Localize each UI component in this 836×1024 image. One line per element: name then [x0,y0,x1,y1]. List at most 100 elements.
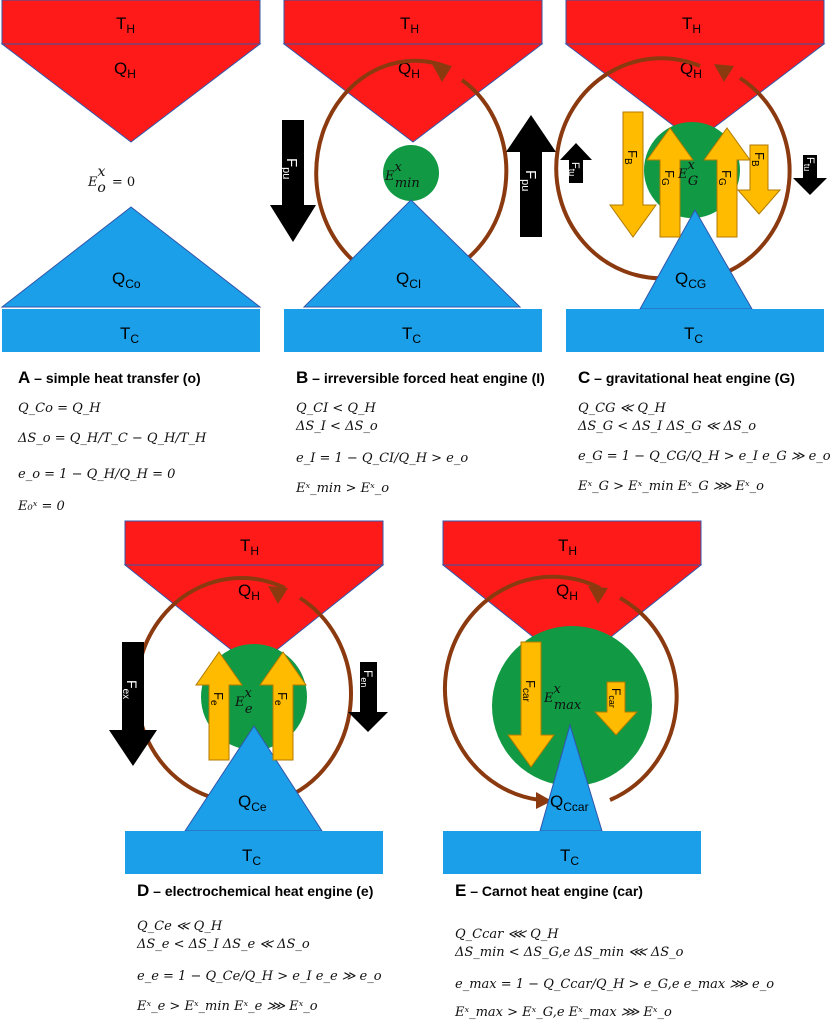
caption-c: C – gravitational heat engine (G) [578,368,795,387]
caption-a: A – simple heat transfer (o) [18,368,201,387]
equation: ΔS_min < ΔS_G,e ΔS_min ⋘ ΔS_o [454,945,684,960]
equation: ΔS_I < ΔS_o [295,419,378,434]
equation: ΔS_o = Q_H/T_C − Q_H/T_H [17,431,207,446]
equation: e_o = 1 − Q_H/Q_H = 0 [18,467,175,482]
hot-reservoir-c [565,0,825,45]
cold-reservoir-label-d: TC [242,846,261,868]
equation: ΔS_G < ΔS_I ΔS_G ≪ ΔS_o [577,419,756,434]
cycle-arc-left-b [314,58,451,280]
cold-triangle-d [184,725,323,832]
force-label-b-left-c: FB [622,150,640,165]
force-arrow-b-right-c [736,144,782,215]
equations-e: Q_Ccar ⋘ Q_H ΔS_min < ΔS_G,e ΔS_min ⋘ ΔS… [454,927,774,1020]
equation: e_I = 1 − Q_CI/Q_H > e_o [296,451,468,466]
cold-reservoir-label-a: TC [120,324,139,346]
force-label-ex-d: Fex [120,680,140,699]
heat-out-label-e: QCcar [550,792,589,814]
cycle-arc-right-d [279,596,353,802]
force-arrow-e-right-d [259,651,307,761]
cycle-arc-right-c [719,76,792,277]
equation: e_G = 1 − Q_CG/Q_H > e_I e_G ≫ e_o [578,449,831,464]
force-label-g-right-c: FG [716,170,734,186]
hot-triangle-a [0,43,262,143]
equation: Q_CG ≪ Q_H [578,401,667,416]
caption-e: E – Carnot heat engine (car) [455,881,643,900]
cold-reservoir-label-b: TC [402,324,421,346]
force-arrow-g-right-c [703,127,751,238]
hot-reservoir-label-a: TH [116,14,135,36]
equations-d: Q_Ce ≪ Q_H ΔS_e < ΔS_I ΔS_e ≪ ΔS_o e_e =… [136,919,382,1014]
force-arrow-g-left-c [646,127,694,238]
equations-c: Q_CG ≪ Q_H ΔS_G < ΔS_I ΔS_G ≪ ΔS_o e_G =… [577,401,831,494]
heat-in-label-a: QH [114,59,136,81]
cycle-arrowhead-e [536,792,552,809]
heat-out-label-c: QCG [675,269,706,291]
force-label-left-b: Fpu [280,158,300,179]
force-arrow-up-b [506,115,556,237]
cold-reservoir-label-e: TC [560,846,579,868]
force-arrow-down-b [270,120,316,242]
hot-triangle-e [441,564,703,669]
force-arrow-car-left-e [507,641,555,768]
cold-reservoir-e [443,831,701,874]
force-arrow-tu-left-c [560,143,592,183]
force-label-tu-left-c: Ftu [567,162,581,176]
hot-reservoir-a [1,0,261,45]
equation: Eˣ_min > Eˣ_o [295,481,389,496]
equation: Eˣ_G > Eˣ_min Eˣ_G ⋙ Eˣ_o [577,479,764,494]
force-label-car-right-e: Fcar [607,688,623,708]
force-arrow-e-left-d [195,651,243,761]
equation: ΔS_e < ΔS_I ΔS_e ≪ ΔS_o [136,937,310,952]
exergy-circle-b [383,145,439,201]
force-label-en-d: Fen [359,670,375,687]
equation: Q_Ce ≪ Q_H [137,919,223,934]
force-arrow-en-d [348,662,388,732]
heat-out-label-d: QCe [238,792,267,814]
caption-d: D – electrochemical heat engine (e) [137,881,373,900]
force-label-tu-right-c: Ftu [802,157,816,171]
force-label-e-right-d: Fe [272,692,290,706]
heat-in-label-d: QH [238,581,260,603]
cold-reservoir-a [2,309,260,352]
equation: Eˣ_e > Eˣ_min Eˣ_e ⋙ Eˣ_o [136,999,318,1014]
hot-reservoir-label-d: TH [240,536,259,558]
cycle-arrowhead-c [714,64,734,82]
heat-in-label-e: QH [556,581,578,603]
cold-triangle-a [0,206,262,308]
force-label-car-left-e: Fcar [520,680,538,703]
equation: e_max = 1 − Q_Ccar/Q_H > e_G,e e_max ⋙ e… [455,977,774,992]
cold-reservoir-label-c: TC [684,324,703,346]
equation: E₀ˣ = 0 [17,499,65,514]
equation: Eˣ_max > Eˣ_G,e Eˣ_max ⋙ Eˣ_o [454,1005,672,1020]
equation: Q_CI < Q_H [296,401,377,416]
cycle-arrowhead-d [268,586,288,604]
force-label-e-left-d: Fe [208,692,226,706]
equation: e_e = 1 − Q_Ce/Q_H > e_I e_e ≫ e_o [137,969,382,984]
cold-reservoir-d [125,831,383,874]
cycle-arrowhead-e [588,586,608,604]
hot-reservoir-label-e: TH [558,536,577,558]
hot-reservoir-label-b: TH [400,14,419,36]
force-arrow-tu-right-c [793,155,827,195]
caption-b: B – irreversible forced heat engine (I) [296,368,545,387]
equations-b: Q_CI < Q_H ΔS_I < ΔS_o e_I = 1 − Q_CI/Q_… [295,401,468,496]
equations-a: Q_Co = Q_H ΔS_o = Q_H/T_C − Q_H/T_H e_o … [17,401,207,514]
cycle-arc-left-c [554,56,701,281]
force-label-g-left-c: FG [659,170,677,186]
equation: Q_Ccar ⋘ Q_H [455,927,559,942]
heat-out-label-a: QCo [112,269,141,291]
heat-out-label-b: QCI [396,269,421,291]
force-arrow-ex-d [109,642,157,766]
cycle-arc-right-e [609,596,679,802]
force-label-b-right-c: FB [749,152,767,167]
force-arrow-b-left-c [609,111,657,238]
